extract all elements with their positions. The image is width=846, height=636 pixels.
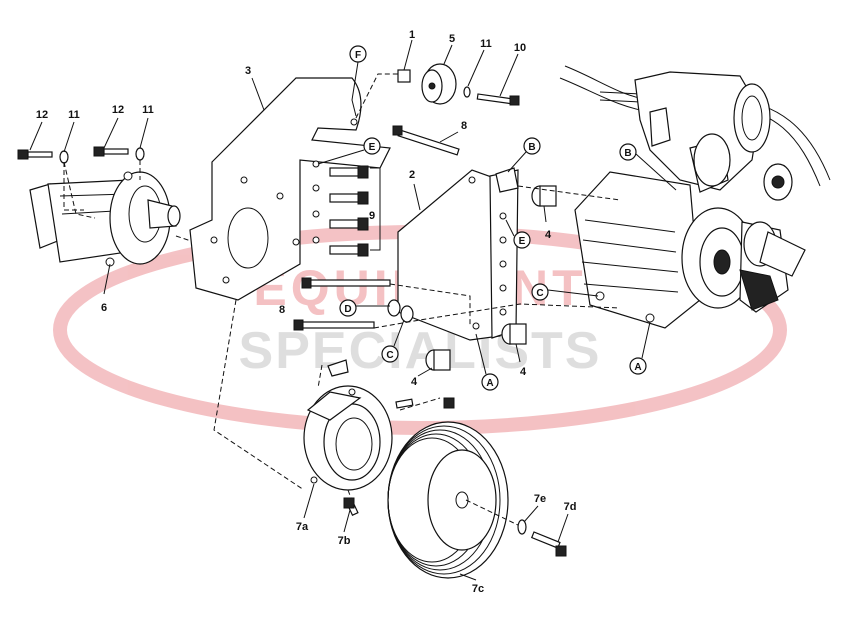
pump-to-plate-line	[175, 235, 201, 245]
label-part-6: 6	[101, 302, 107, 314]
svg-text:A: A	[634, 362, 641, 373]
callout-a-engine: A	[629, 321, 651, 375]
callout-d: D	[339, 299, 390, 317]
hydraulic-pump	[29, 171, 181, 267]
label-part-12-a: 12	[36, 109, 48, 121]
bolt-8-top	[392, 125, 460, 156]
label-part-10: 10	[514, 42, 526, 54]
label-part-2: 2	[409, 169, 415, 181]
label-part-8-left: 8	[279, 304, 285, 316]
bolts-9	[329, 165, 381, 257]
callout-f: F	[349, 45, 367, 117]
pump-bolts	[17, 146, 145, 219]
svg-text:C: C	[386, 350, 393, 361]
callout-c-engine: C	[531, 283, 599, 301]
leader-lines	[29, 39, 569, 581]
bolts-8-lower	[293, 185, 621, 331]
svg-text:F: F	[355, 50, 361, 61]
label-part-8-top: 8	[461, 120, 467, 132]
callout-a-bracket: A	[475, 333, 499, 391]
callouts: F E B E D C A	[317, 45, 677, 391]
pulley-assembly	[213, 299, 567, 579]
svg-text:C: C	[536, 288, 543, 299]
label-part-3: 3	[245, 65, 251, 77]
label-part-7e: 7e	[534, 493, 546, 505]
label-part-4-low: 4	[411, 376, 418, 388]
label-part-4-right: 4	[545, 229, 552, 241]
callout-e-bracket: E	[505, 219, 531, 249]
bracket	[397, 167, 519, 341]
watermark-line2: SPECIALISTS	[239, 322, 602, 380]
svg-text:D: D	[344, 304, 351, 315]
label-part-11-top: 11	[480, 38, 492, 50]
label-part-12-b: 12	[112, 104, 124, 116]
label-part-7c: 7c	[472, 583, 484, 595]
label-part-11-a: 11	[68, 109, 80, 121]
callout-b-bracket: B	[507, 137, 541, 173]
callout-b-engine: B	[619, 143, 677, 191]
svg-text:B: B	[624, 148, 631, 159]
svg-text:B: B	[528, 142, 535, 153]
label-part-7d: 7d	[564, 501, 577, 513]
label-part-1: 1	[409, 29, 415, 41]
label-part-4-mid: 4	[520, 366, 527, 378]
callout-c-left: C	[381, 319, 405, 363]
svg-text:E: E	[369, 142, 376, 153]
idler-group	[355, 63, 520, 119]
engine-assembly	[559, 65, 831, 329]
svg-text:A: A	[486, 378, 493, 389]
part-labels: 1 5 11 10 3 8 2 12 11 12 11 9 6 4 8 4 4 …	[36, 29, 577, 595]
callout-e-plate: E	[317, 137, 381, 165]
label-part-7a: 7a	[296, 521, 309, 533]
label-part-5: 5	[449, 33, 455, 45]
svg-text:E: E	[519, 236, 526, 247]
label-part-9: 9	[369, 210, 375, 222]
label-part-11-b: 11	[142, 104, 154, 116]
spacers-4	[425, 185, 557, 371]
label-part-7b: 7b	[338, 535, 351, 547]
